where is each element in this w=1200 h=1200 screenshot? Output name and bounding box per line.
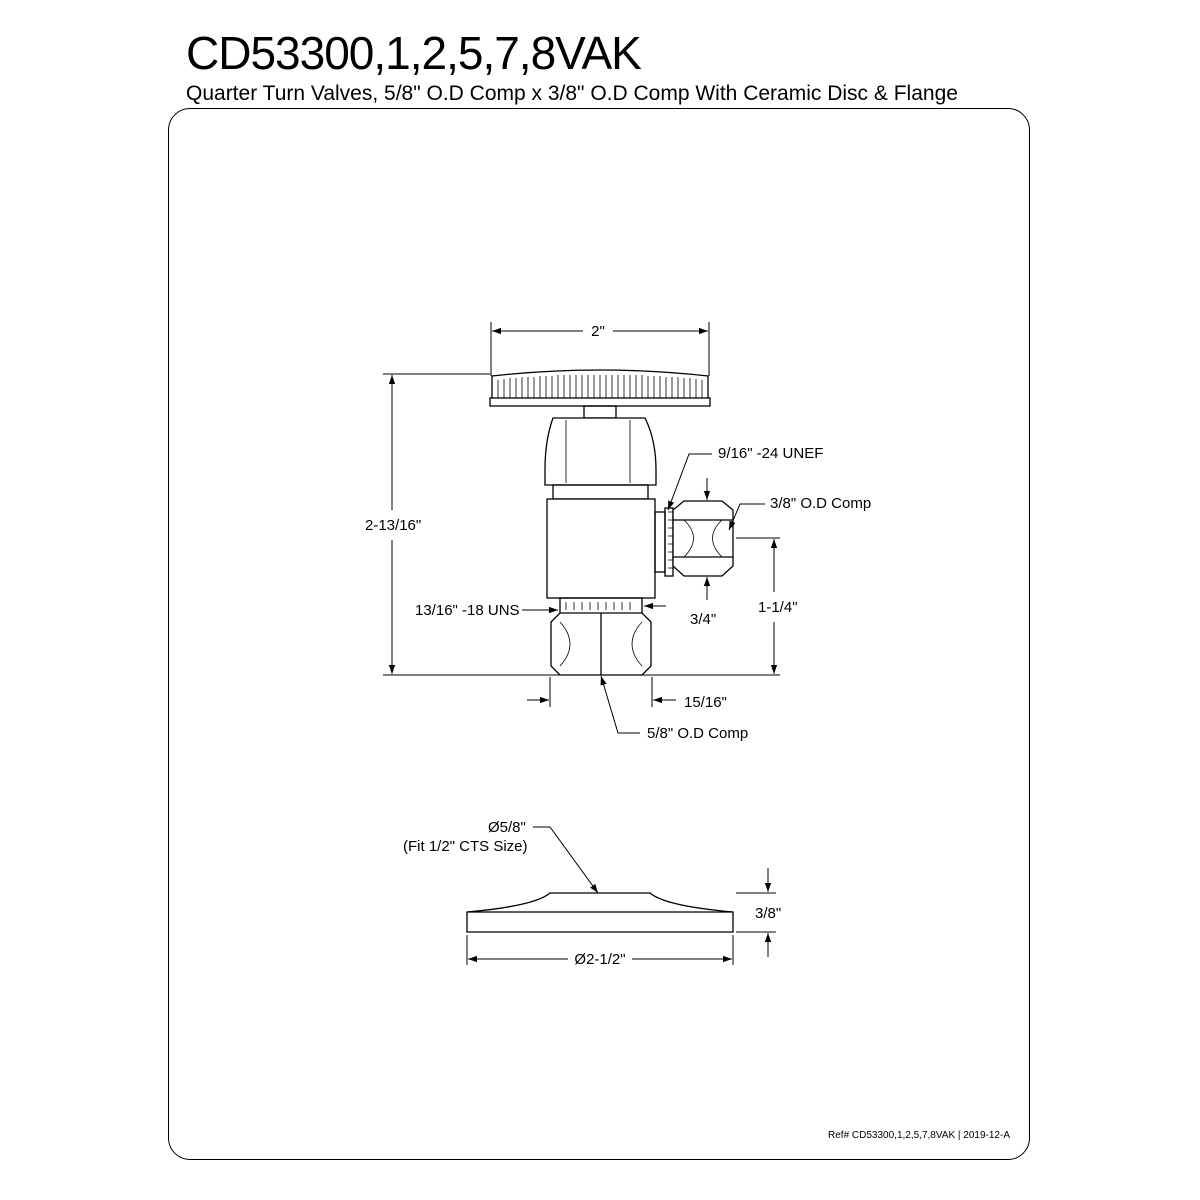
dim-inlet-nut: 15/16" <box>684 694 727 711</box>
handle <box>489 369 711 407</box>
dim-flange-bore: Ø5/8" <box>488 819 526 836</box>
valve-body <box>546 498 656 599</box>
dim-flange-height: 3/8" <box>755 905 781 922</box>
flange-dimensions <box>466 826 776 965</box>
dim-outlet-height: 1-1/4" <box>758 599 798 616</box>
handle-knurling <box>497 375 703 400</box>
reference-note: Ref# CD53300,1,2,5,7,8VAK | 2019-12-A <box>828 1130 1010 1141</box>
dim-inlet-thread: 13/16" -18 UNS <box>415 602 520 619</box>
valve-dimension-labels: 2" 2-13/16" 9/16" -24 UNEF 3/8" O.D Comp… <box>365 323 871 742</box>
flange-drawing <box>466 892 734 933</box>
dim-outlet-nut: 3/4" <box>690 611 716 628</box>
dim-flange-diameter: Ø2-1/2" <box>574 951 625 968</box>
outlet-connection <box>654 500 734 577</box>
model-title: CD53300,1,2,5,7,8VAK <box>186 27 642 79</box>
dim-overall-height: 2-13/16" <box>365 517 421 534</box>
dim-outlet-comp: 3/8" O.D Comp <box>770 495 871 512</box>
valve-dimensions <box>383 322 780 734</box>
bonnet <box>544 405 657 500</box>
dim-flange-bore-note: (Fit 1/2" CTS Size) <box>403 838 528 855</box>
inlet-connection <box>550 597 652 676</box>
dim-outlet-thread: 9/16" -24 UNEF <box>718 445 823 462</box>
dim-handle-width: 2" <box>591 323 605 340</box>
flange-dimension-labels: Ø5/8" (Fit 1/2" CTS Size) 3/8" Ø2-1/2" <box>403 819 781 968</box>
valve-drawing <box>489 369 734 676</box>
dim-inlet-comp: 5/8" O.D Comp <box>647 725 748 742</box>
product-description: Quarter Turn Valves, 5/8" O.D Comp x 3/8… <box>186 82 958 105</box>
drawing-frame <box>168 108 1030 1160</box>
